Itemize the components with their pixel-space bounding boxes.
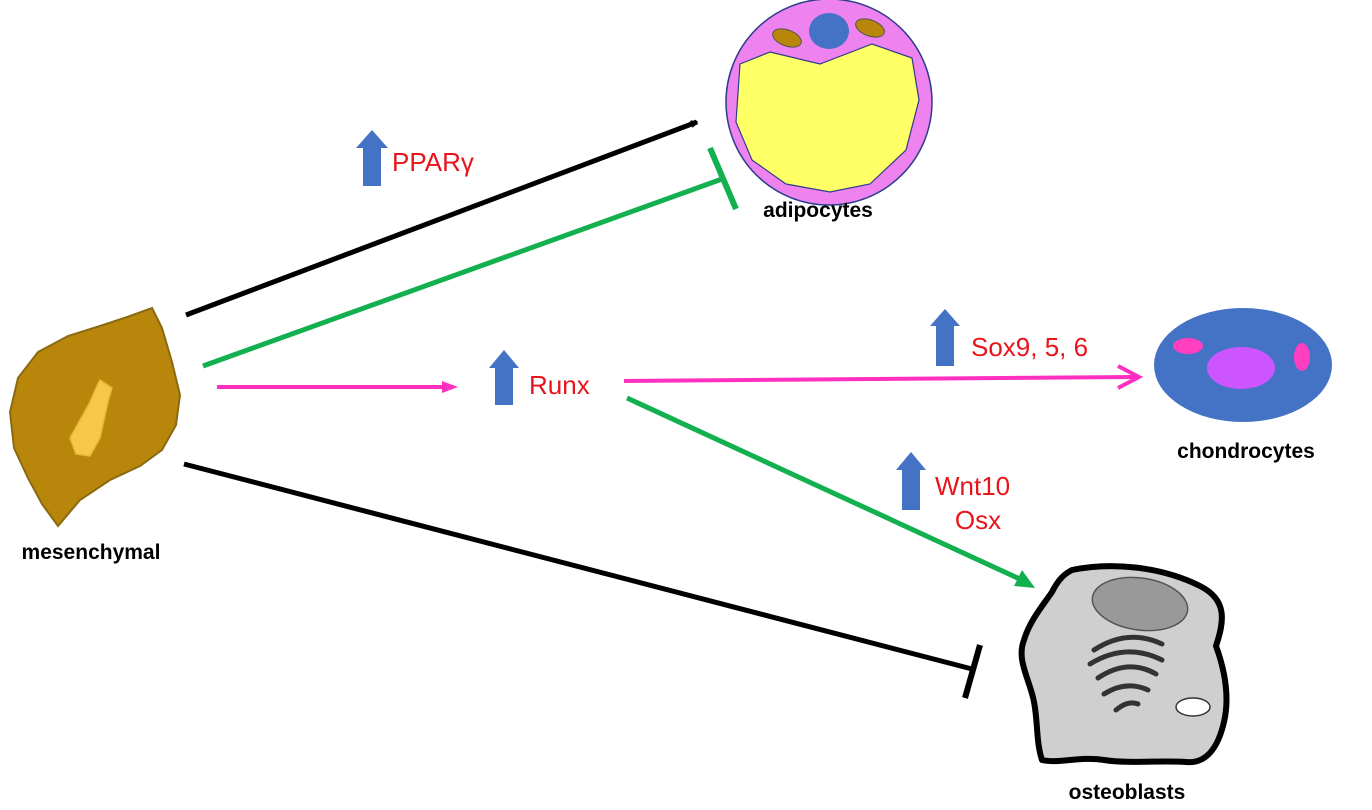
endoplasmic-reticulum xyxy=(1095,664,1159,681)
sox-label: Sox9, 5, 6 xyxy=(971,332,1088,362)
chondrocyte-nucleus xyxy=(1207,347,1275,389)
pparg-factor: PPARγ xyxy=(356,130,474,186)
wnt10-label: Wnt10 xyxy=(935,471,1010,501)
mesenchymal-nucleus xyxy=(69,378,113,457)
inhibition-line-adipocytes xyxy=(202,176,723,369)
osteoblasts-label: osteoblasts xyxy=(1069,781,1186,804)
osteoblast-nucleus xyxy=(1091,576,1189,632)
endoplasmic-reticulum xyxy=(1087,649,1165,667)
endoplasmic-reticulum xyxy=(1091,634,1165,653)
chondrocyte-vacuole-left xyxy=(1173,338,1203,354)
wnt10-osx-factor: Wnt10 Osx xyxy=(896,452,1010,535)
runx-factor: Runx xyxy=(489,350,590,405)
activation-arrow-osteoblasts xyxy=(625,395,1035,588)
activation-arrow-chondrocytes xyxy=(623,364,1144,390)
osteoblast-cell: osteoblasts xyxy=(1018,563,1230,804)
up-arrow-icon xyxy=(930,309,960,366)
chondrocytes-label: chondrocytes xyxy=(1177,440,1315,463)
osteoblast-vesicle xyxy=(1175,697,1211,717)
pparg-label: PPARγ xyxy=(392,147,474,177)
chondrocyte-cell: chondrocytes xyxy=(1154,308,1332,463)
runx-label: Runx xyxy=(529,370,590,400)
adipocytes-label: adipocytes xyxy=(763,199,873,222)
inhibition-line-osteoblasts xyxy=(183,461,973,672)
inhibition-adipocytes xyxy=(202,146,739,369)
mesenchymal-label: mesenchymal xyxy=(22,541,161,564)
up-arrow-icon xyxy=(356,130,388,186)
inhibition-bar-osteoblasts xyxy=(962,644,983,699)
inhibition-bar-adipocytes xyxy=(707,146,739,211)
osx-label: Osx xyxy=(955,505,1001,535)
up-arrow-icon xyxy=(896,452,926,510)
lipid-droplet xyxy=(735,43,920,193)
activation-arrow-runx xyxy=(217,381,458,393)
activation-arrow-adipocytes xyxy=(185,119,697,318)
sox-factor: Sox9, 5, 6 xyxy=(930,309,1088,366)
inhibition-osteoblasts xyxy=(183,461,983,699)
endoplasmic-reticulum xyxy=(1101,683,1151,697)
adipocyte-nucleus xyxy=(809,13,849,49)
endoplasmic-reticulum xyxy=(1113,700,1141,713)
chondrocyte-vacuole-right xyxy=(1294,343,1310,371)
up-arrow-icon xyxy=(489,350,519,405)
adipocyte-cell: adipocytes xyxy=(725,0,933,222)
adipocyte-organelle-left xyxy=(772,28,802,48)
adipocyte-organelle-right xyxy=(855,18,885,38)
mesenchymal-cell: mesenchymal xyxy=(8,306,182,564)
